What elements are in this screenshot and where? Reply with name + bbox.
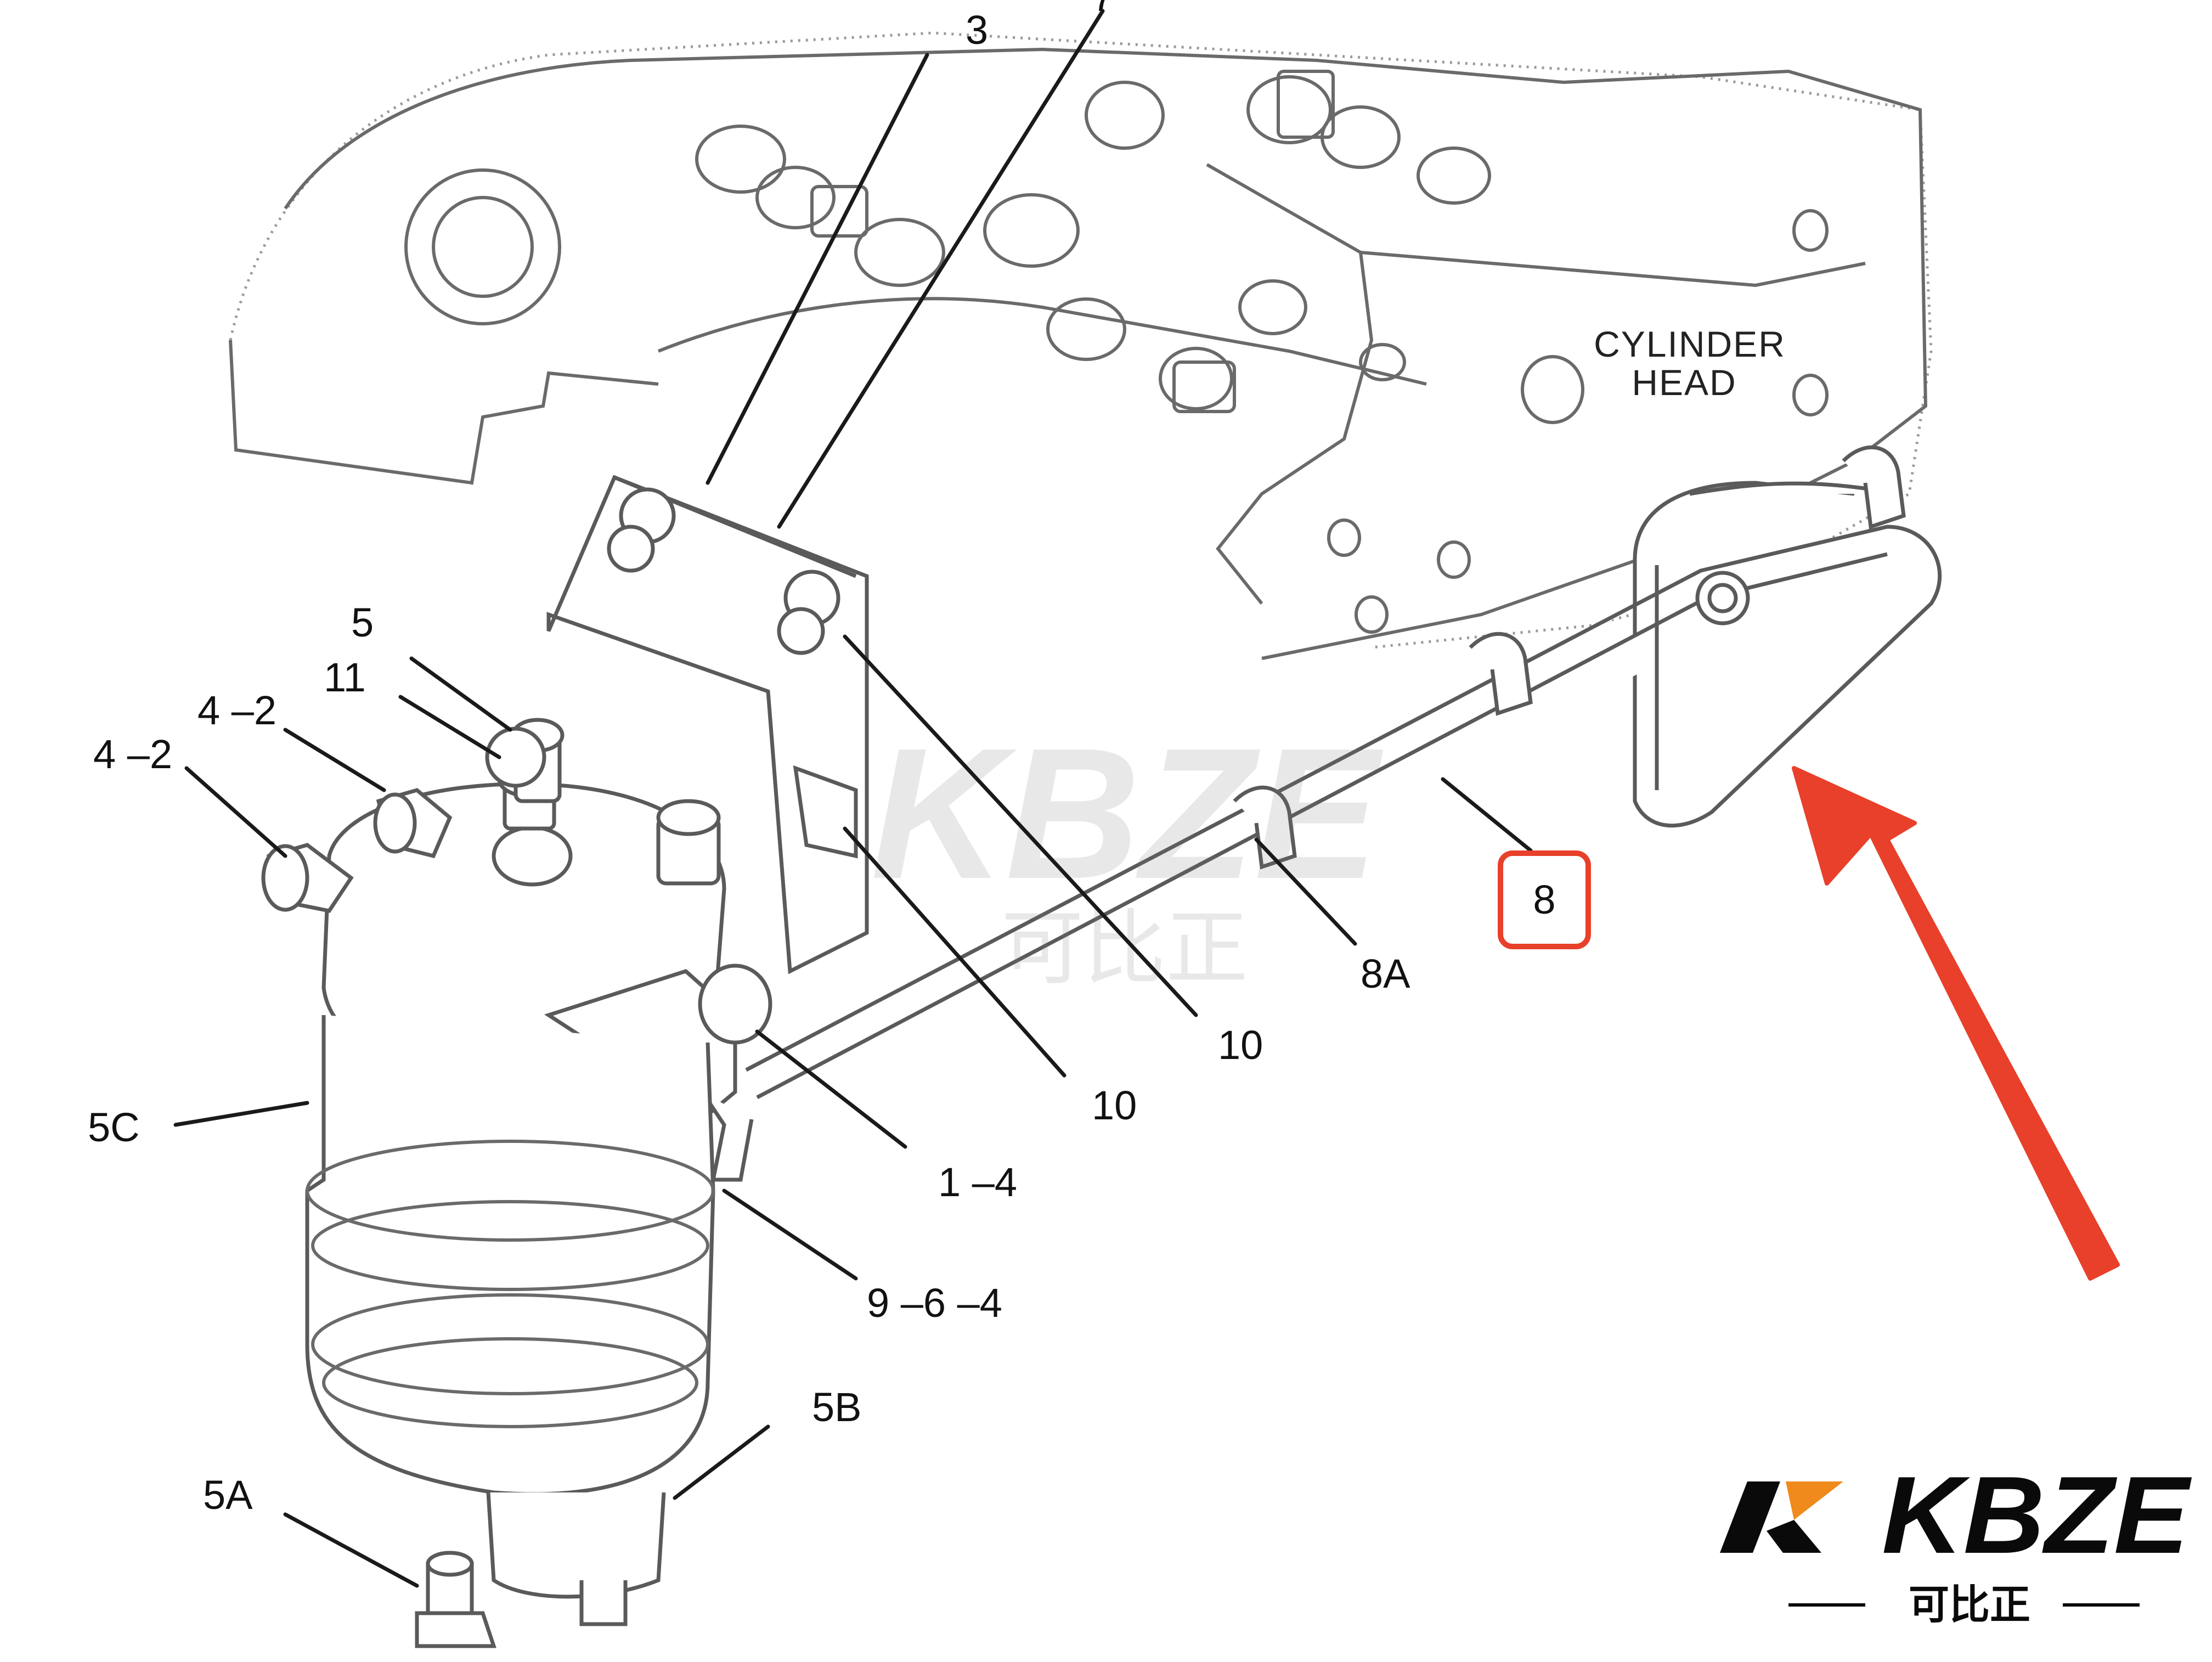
filter-bowl [305, 1015, 715, 1648]
leader-lines [173, 9, 1533, 1588]
kbze-logo: KBZE 可比正 [1720, 1454, 2192, 1627]
callout-10a: 10 [1218, 1022, 1263, 1068]
callout-5: 5 [351, 600, 374, 645]
logo-sub: 可比正 [1909, 1582, 2030, 1627]
highlight-8: 8 [1498, 850, 1591, 949]
leader-5b [673, 1424, 770, 1500]
filter-head [261, 718, 772, 1182]
leader-8 [1441, 777, 1533, 853]
callout-9-6-4: 9 –6 –4 [867, 1280, 1002, 1326]
leader-9-6-4 [722, 1188, 858, 1281]
callout-7: 7 [1092, 0, 1114, 20]
mounting-bracket [546, 475, 869, 974]
callout-5a: 5A [203, 1472, 253, 1518]
callout-10b: 10 [1092, 1083, 1137, 1128]
logo-k-stem [1720, 1481, 1780, 1553]
leader-4-2b [184, 766, 287, 858]
leader-10a [843, 634, 1198, 1017]
highlight-box [1498, 850, 1591, 949]
cylinder-head-label-line1: CYLINDER [1594, 324, 1786, 364]
callout-5c: 5C [88, 1105, 140, 1150]
leader-1-4 [755, 1029, 907, 1149]
callout-8a: 8A [1361, 951, 1410, 996]
callout-1-4: 1 –4 [938, 1159, 1017, 1205]
leader-3 [706, 53, 929, 485]
callout-4-2a: 4 –2 [198, 688, 276, 733]
callout-4-2b: 4 –2 [93, 731, 172, 777]
logo-k-accent [1786, 1481, 1843, 1520]
callouts: 3 7 5 11 4 –2 4 –2 10 10 8A 1 –4 5C 9 –6… [88, 0, 1410, 1518]
watermark-brand: KBZE [871, 709, 1385, 918]
engine-block [229, 31, 1933, 660]
leader-4-2a [283, 728, 386, 792]
callout-5b: 5B [812, 1384, 862, 1430]
callout-8: 8 [1533, 877, 1555, 922]
red-arrow [1792, 766, 2120, 1281]
watermark-sub: 可比正 [1001, 902, 1248, 994]
callout-11: 11 [324, 655, 366, 700]
callout-3: 3 [966, 7, 988, 53]
logo-k-leg [1767, 1520, 1821, 1553]
arrow-shape [1792, 766, 2120, 1281]
leader-10b [843, 826, 1066, 1078]
fuel-line [745, 445, 1942, 1100]
leader-8a [1254, 837, 1357, 946]
leader-5 [409, 656, 512, 732]
leader-7 [777, 9, 1105, 529]
watermark: KBZE 可比正 [871, 709, 1385, 994]
leader-11 [398, 695, 501, 759]
cylinder-head-label-line2: HEAD [1632, 362, 1736, 403]
leader-5a [283, 1512, 419, 1588]
logo-brand: KBZE [1882, 1454, 2192, 1576]
leader-5c [173, 1101, 309, 1127]
